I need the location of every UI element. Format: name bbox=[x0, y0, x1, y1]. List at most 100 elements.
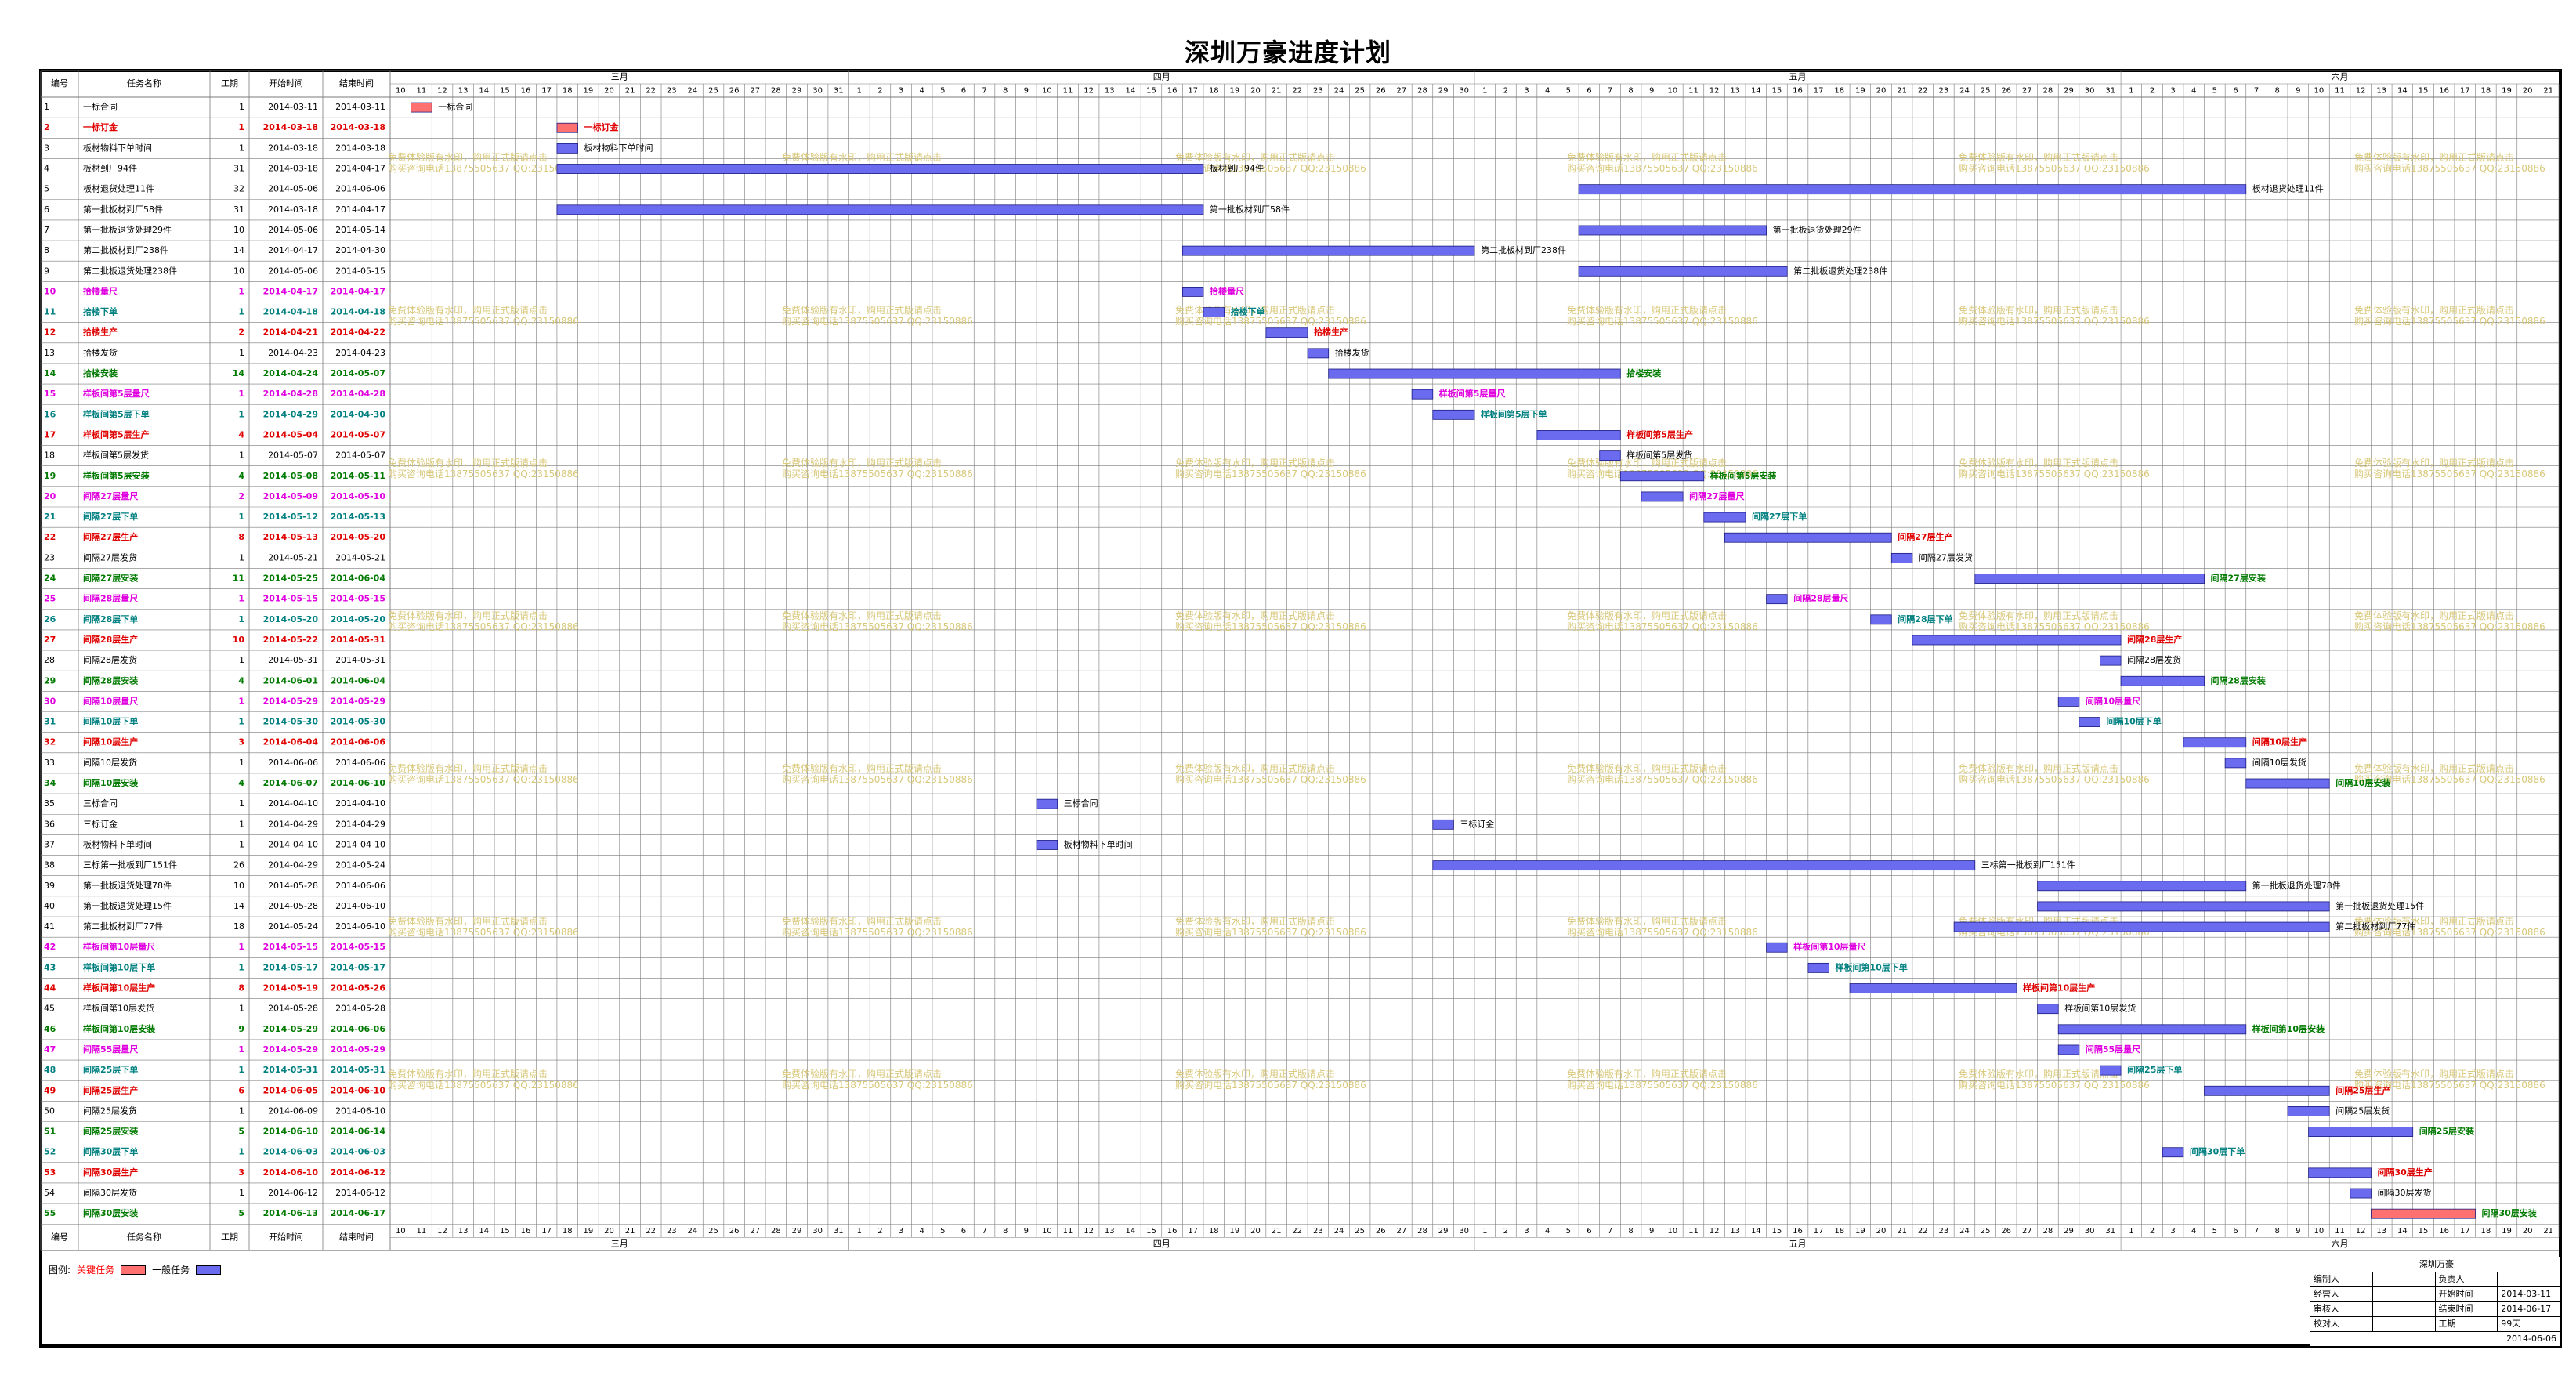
watermark-text: 免费体验版有水印，购用正式版请点击 bbox=[2354, 610, 2514, 621]
day-tick-label-footer: 8 bbox=[1003, 1227, 1008, 1236]
day-tick-label: 17 bbox=[1188, 87, 1198, 96]
header-name: 任务名称 bbox=[127, 78, 161, 89]
watermark-text: 免费体验版有水印，购用正式版请点击 bbox=[1567, 1068, 1727, 1080]
task-name: 间隔27层安装 bbox=[83, 573, 138, 584]
day-tick-label-footer: 31 bbox=[2105, 1227, 2115, 1236]
day-tick-label: 23 bbox=[667, 87, 677, 96]
info-cell bbox=[2373, 1287, 2436, 1301]
task-name: 第二批板材到厂238件 bbox=[83, 244, 168, 255]
watermark-text: 免费体验版有水印，购用正式版请点击 bbox=[782, 304, 942, 316]
day-tick-label-footer: 28 bbox=[771, 1227, 781, 1236]
task-duration: 1 bbox=[238, 942, 244, 952]
day-tick-label: 15 bbox=[1146, 87, 1156, 96]
task-name: 三标合同 bbox=[83, 798, 118, 809]
day-tick-label-footer: 27 bbox=[1396, 1227, 1406, 1236]
day-tick-label-footer: 10 bbox=[2314, 1227, 2325, 1236]
task-bar bbox=[1578, 225, 1767, 236]
task-name: 间隔10层量尺 bbox=[83, 695, 138, 706]
day-tick-label: 8 bbox=[1003, 87, 1008, 96]
task-name: 第二批板退货处理238件 bbox=[83, 265, 177, 276]
day-tick-label: 13 bbox=[458, 87, 469, 96]
watermark-text: 免费体验版有水印，购用正式版请点击 bbox=[782, 915, 942, 927]
task-name: 间隔28层量尺 bbox=[83, 593, 138, 604]
task-start: 2014-06-01 bbox=[263, 675, 318, 686]
task-id: 3 bbox=[44, 143, 49, 153]
task-end: 2014-05-17 bbox=[331, 962, 385, 972]
day-tick-label-footer: 9 bbox=[2296, 1227, 2300, 1236]
task-end: 2014-05-07 bbox=[335, 450, 385, 461]
task-id: 35 bbox=[44, 798, 55, 809]
day-tick-label: 30 bbox=[812, 87, 823, 96]
task-id: 41 bbox=[44, 921, 55, 932]
task-start: 2014-04-10 bbox=[268, 839, 318, 849]
task-name: 样板间第10层安装 bbox=[83, 1023, 155, 1034]
task-duration: 1 bbox=[239, 819, 244, 829]
day-tick-label: 18 bbox=[1209, 87, 1219, 96]
info-cell bbox=[2373, 1302, 2436, 1316]
task-bar bbox=[556, 164, 1204, 174]
bar-label: 第一批板退货处理15件 bbox=[2335, 900, 2424, 911]
task-duration: 10 bbox=[233, 635, 245, 645]
day-tick-label-footer: 9 bbox=[1024, 1227, 1029, 1236]
task-end: 2014-05-31 bbox=[331, 635, 385, 645]
task-bar bbox=[2037, 1004, 2059, 1015]
day-tick-label: 13 bbox=[1730, 87, 1740, 96]
day-tick-label-footer: 10 bbox=[396, 1227, 406, 1236]
watermark-text: 购买咨询电话13875505637 QQ:23150886 bbox=[388, 162, 579, 174]
task-start: 2014-06-13 bbox=[263, 1208, 318, 1218]
bar-label: 三标订金 bbox=[1460, 818, 1494, 829]
legend: 图例: 关键任务 一般任务 bbox=[49, 1263, 222, 1276]
header-start-footer: 开始时间 bbox=[269, 1231, 303, 1242]
task-start: 2014-05-09 bbox=[263, 491, 318, 501]
task-end: 2014-04-17 bbox=[335, 164, 385, 174]
bar-label: 间隔28层下单 bbox=[1898, 613, 1952, 624]
day-tick-label: 16 bbox=[1167, 87, 1178, 96]
task-duration: 3 bbox=[238, 1167, 244, 1178]
day-tick-label-footer: 21 bbox=[625, 1227, 635, 1236]
day-tick-label-footer: 7 bbox=[2254, 1227, 2259, 1236]
task-bar bbox=[2057, 1044, 2080, 1055]
legend-normal-label: 一般任务 bbox=[152, 1265, 190, 1275]
day-tick-label: 4 bbox=[1545, 87, 1550, 96]
task-end: 2014-05-29 bbox=[331, 696, 385, 706]
task-name: 拾楼下单 bbox=[83, 306, 118, 317]
task-end: 2014-05-13 bbox=[331, 512, 385, 522]
task-id: 20 bbox=[44, 491, 56, 501]
task-start: 2014-04-23 bbox=[268, 348, 318, 358]
day-tick-label: 19 bbox=[1230, 87, 1240, 96]
task-id: 28 bbox=[44, 655, 55, 665]
task-id: 49 bbox=[44, 1085, 56, 1095]
month-label-footer: 三月 bbox=[611, 1239, 628, 1249]
task-bar bbox=[2037, 901, 2330, 912]
day-tick-label-footer: 12 bbox=[1709, 1227, 1720, 1236]
day-tick-label: 19 bbox=[1855, 87, 1865, 96]
day-tick-label-footer: 22 bbox=[646, 1227, 656, 1236]
task-id: 45 bbox=[44, 1004, 55, 1014]
bar-label: 间隔27层生产 bbox=[1898, 531, 1952, 542]
watermark-text: 免费体验版有水印，购用正式版请点击 bbox=[1175, 1068, 1335, 1080]
day-tick-label-footer: 4 bbox=[2191, 1227, 2196, 1236]
task-name: 板材物料下单时间 bbox=[83, 838, 152, 849]
day-tick-label: 31 bbox=[834, 87, 844, 96]
task-id: 4 bbox=[44, 164, 49, 174]
task-duration: 1 bbox=[239, 348, 244, 358]
bar-label: 第二批板材到厂77件 bbox=[2335, 921, 2415, 932]
day-tick-label: 18 bbox=[563, 87, 573, 96]
day-tick-label-footer: 13 bbox=[2376, 1227, 2386, 1236]
day-tick-label-footer: 3 bbox=[899, 1227, 903, 1236]
task-bar bbox=[1307, 348, 1330, 359]
day-tick-label: 30 bbox=[1459, 87, 1469, 96]
task-bar bbox=[2100, 655, 2122, 666]
task-duration: 4 bbox=[238, 778, 244, 788]
day-tick-label-footer: 14 bbox=[1125, 1227, 1135, 1236]
watermark-text: 免费体验版有水印，购用正式版请点击 bbox=[1959, 304, 2118, 316]
bar-label: 板材退货处理11件 bbox=[2252, 183, 2324, 194]
day-tick-label-footer: 19 bbox=[583, 1227, 593, 1236]
day-tick-label: 25 bbox=[708, 87, 718, 96]
task-duration: 4 bbox=[238, 471, 244, 481]
task-start: 2014-04-28 bbox=[263, 389, 318, 399]
task-start: 2014-05-29 bbox=[263, 1024, 318, 1034]
task-end: 2014-06-04 bbox=[331, 675, 386, 686]
task-id: 36 bbox=[44, 819, 55, 829]
day-tick-label: 26 bbox=[1376, 87, 1386, 96]
